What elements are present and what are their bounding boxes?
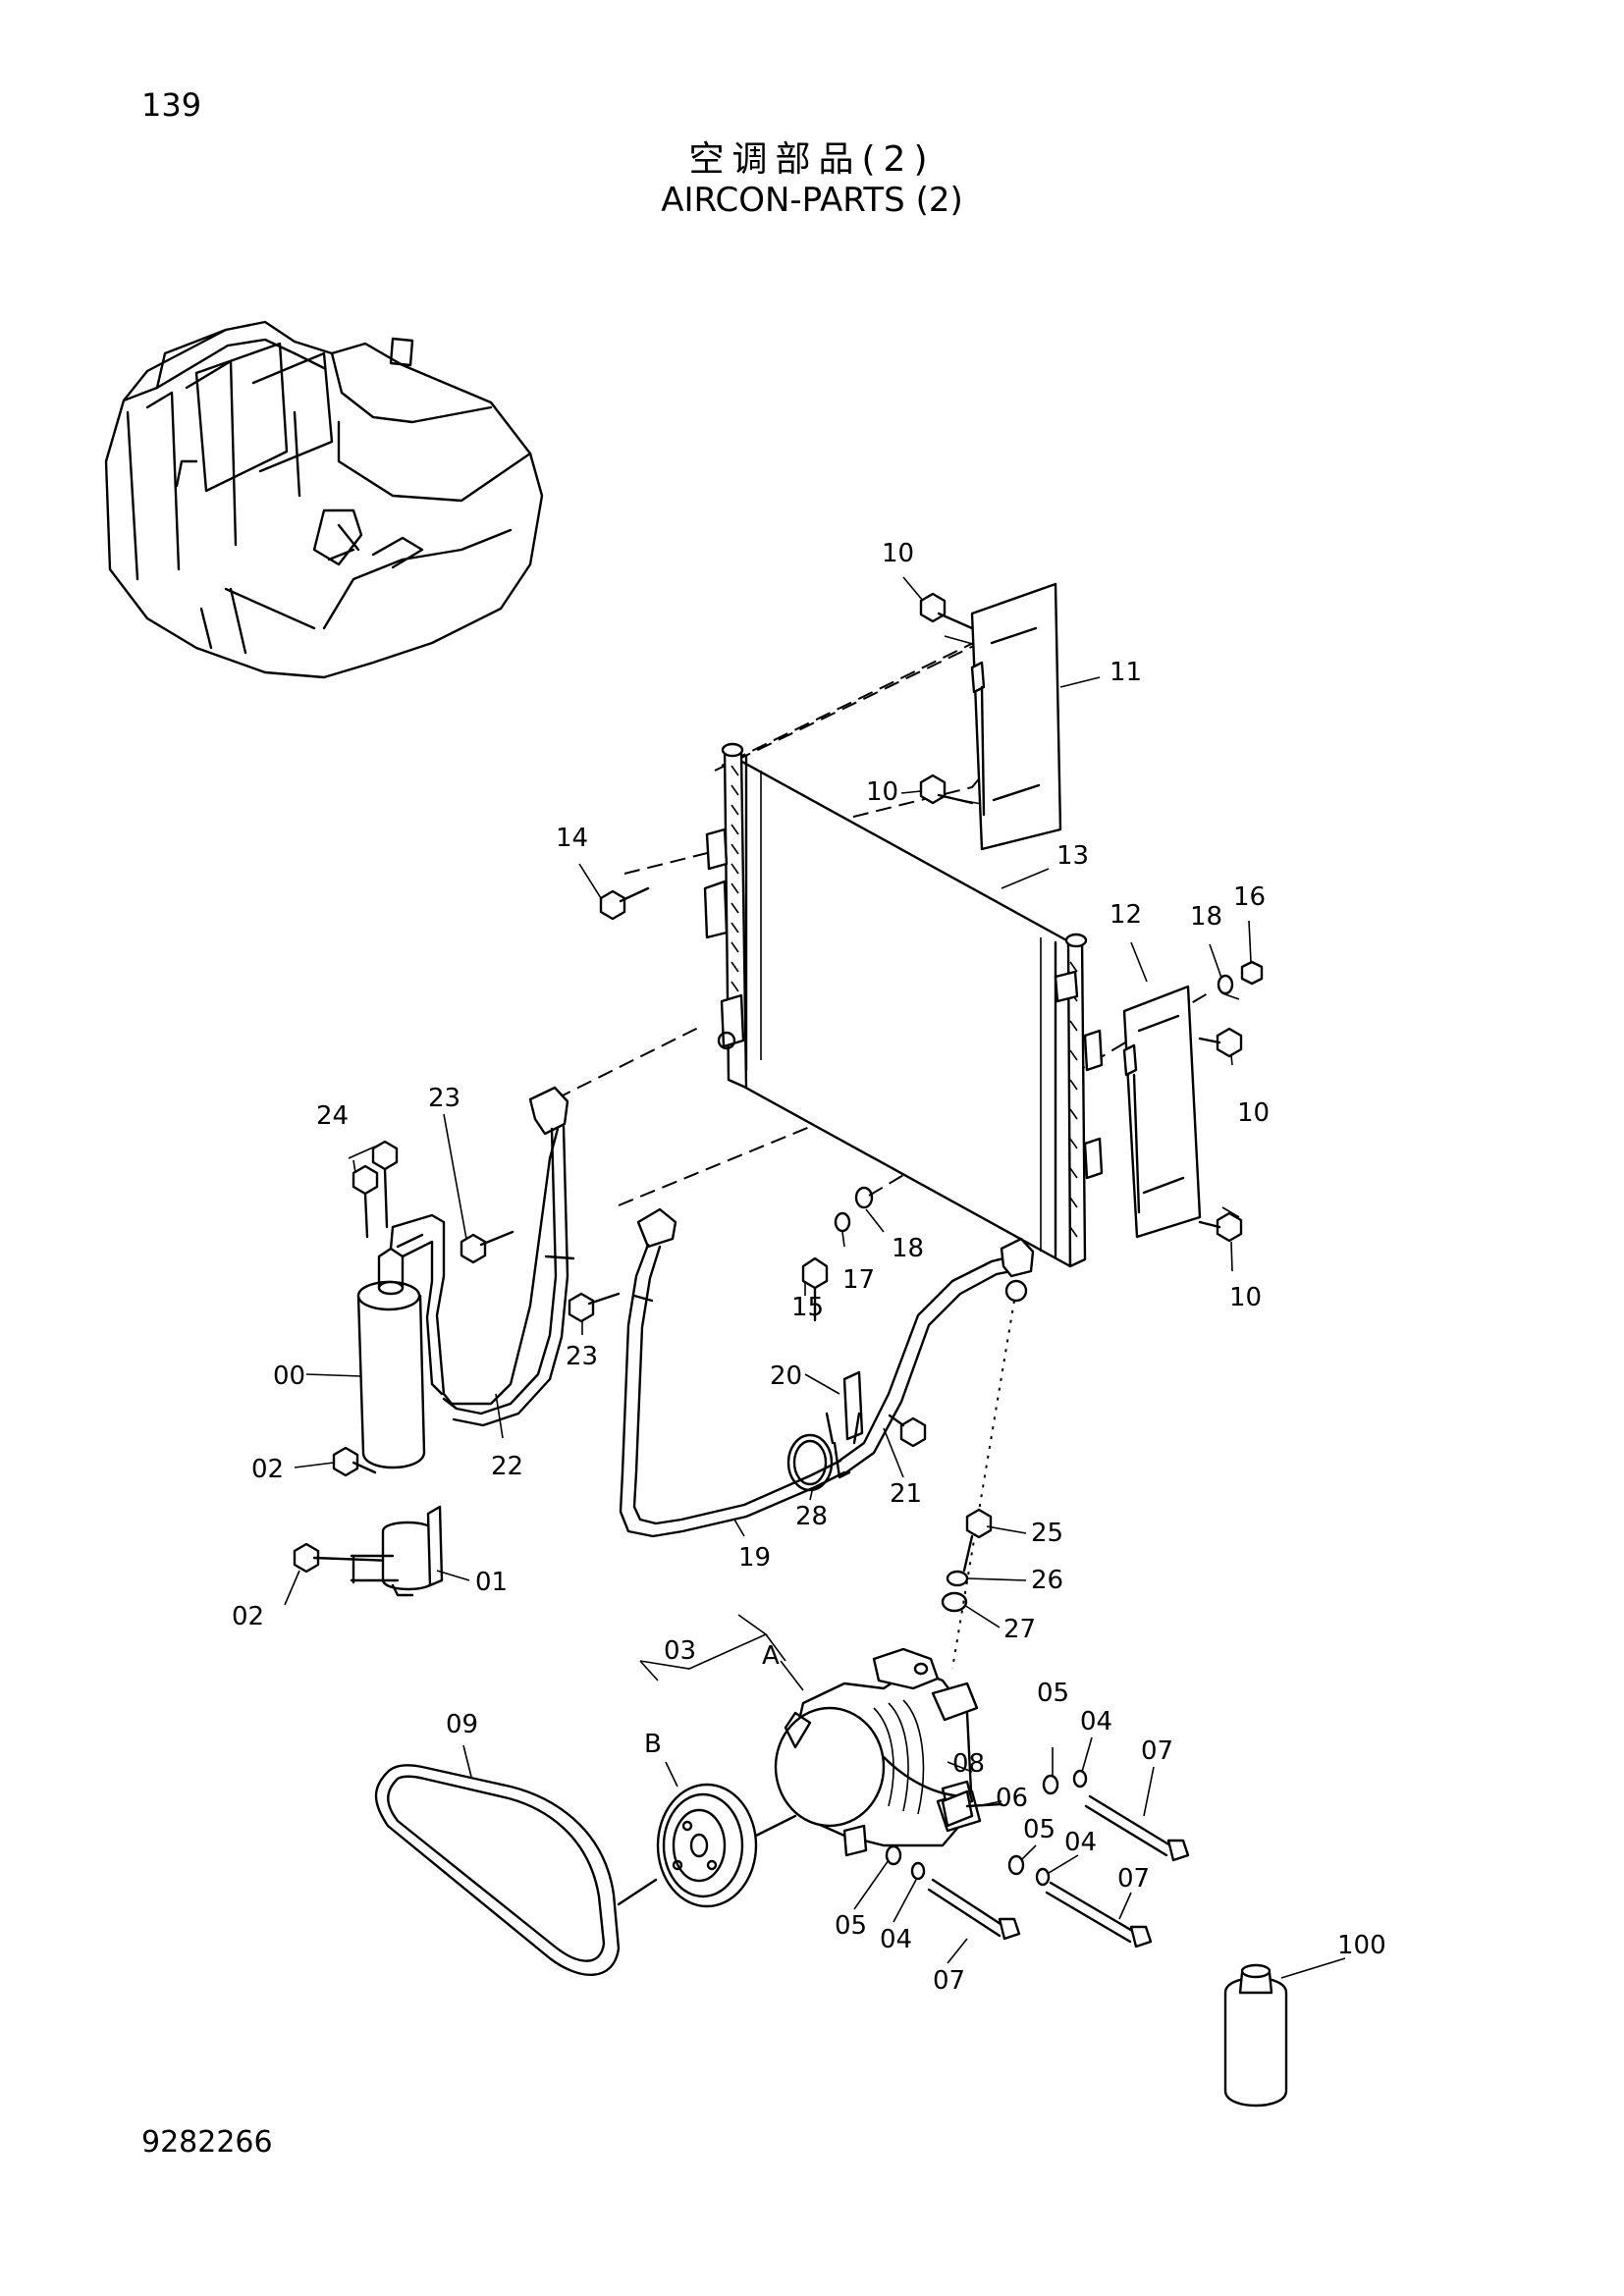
callout-label: 08 (952, 1749, 985, 1779)
callout-label: 26 (1031, 1566, 1063, 1595)
callout-label: 10 (1237, 1098, 1270, 1128)
leader-lines (284, 576, 1346, 1979)
callout-label: 02 (232, 1602, 264, 1631)
callout-label: A (762, 1641, 780, 1671)
callout-label: 18 (892, 1234, 924, 1263)
callout-label: 02 (251, 1455, 284, 1484)
compressor-oil-bottle (1223, 1963, 1288, 2108)
receiver-drier (350, 1127, 560, 1597)
callout-label: 12 (1110, 900, 1142, 930)
pipe-20 (786, 1237, 1035, 1492)
page-title-english: AIRCON-PARTS (2) (661, 181, 963, 220)
callout-label: 14 (556, 824, 588, 853)
callout-label: 13 (1056, 841, 1089, 871)
callout-label: 07 (1117, 1864, 1150, 1894)
callout-label: 03 (664, 1636, 696, 1666)
page-number: 139 (141, 86, 202, 124)
callout-label: 100 (1337, 1931, 1386, 1960)
callout-label: 05 (1037, 1679, 1069, 1708)
excavator-location-inset (104, 320, 544, 679)
clutch-pulley (656, 1783, 797, 1908)
callout-label: 19 (738, 1543, 771, 1573)
right-bracket (1122, 985, 1202, 1239)
callout-label: 10 (882, 539, 914, 568)
hose-22 (442, 1086, 575, 1427)
callout-label: 10 (866, 777, 898, 807)
callout-label: 15 (791, 1293, 824, 1322)
hose-19 (619, 1207, 846, 1538)
callouts: 10 11 10 14 13 12 18 16 10 23 24 18 17 1… (232, 539, 1386, 1996)
long-bolts (927, 1794, 1190, 1949)
callout-label: 23 (428, 1084, 460, 1113)
callout-label: 01 (475, 1568, 508, 1597)
callout-label: 00 (273, 1362, 305, 1391)
v-belt (374, 1764, 658, 1977)
callout-label: 05 (835, 1911, 867, 1941)
callout-label: 04 (1064, 1828, 1097, 1857)
page-title-chinese: 空调部品(2) (688, 139, 936, 180)
callout-label: 06 (996, 1784, 1028, 1813)
callout-label: 11 (1110, 658, 1142, 687)
callout-label: B (644, 1730, 662, 1759)
callout-label: 21 (890, 1479, 922, 1509)
callout-label: 23 (566, 1342, 598, 1371)
condenser (703, 742, 1104, 1268)
callout-label: 17 (842, 1265, 875, 1295)
callout-label: 27 (1003, 1615, 1036, 1644)
washers (834, 960, 1264, 1887)
callout-label: 18 (1190, 902, 1222, 932)
callout-label: 28 (795, 1502, 828, 1531)
callout-label: 24 (316, 1101, 349, 1131)
callout-label: 22 (491, 1452, 523, 1481)
callout-label: 07 (933, 1966, 965, 1996)
callout-label: 09 (446, 1710, 478, 1739)
callout-label: 07 (1141, 1736, 1173, 1766)
callout-label: 16 (1233, 882, 1266, 912)
callout-label: 10 (1229, 1283, 1262, 1312)
callout-label: 05 (1023, 1815, 1056, 1844)
document-number: 9282266 (141, 2125, 273, 2160)
upper-bracket (970, 582, 1062, 851)
callout-label: 25 (1031, 1519, 1063, 1548)
bolts (293, 592, 1243, 1574)
callout-label: 04 (880, 1925, 912, 1954)
callout-label: 20 (770, 1362, 802, 1391)
callout-label: 04 (1080, 1707, 1112, 1736)
